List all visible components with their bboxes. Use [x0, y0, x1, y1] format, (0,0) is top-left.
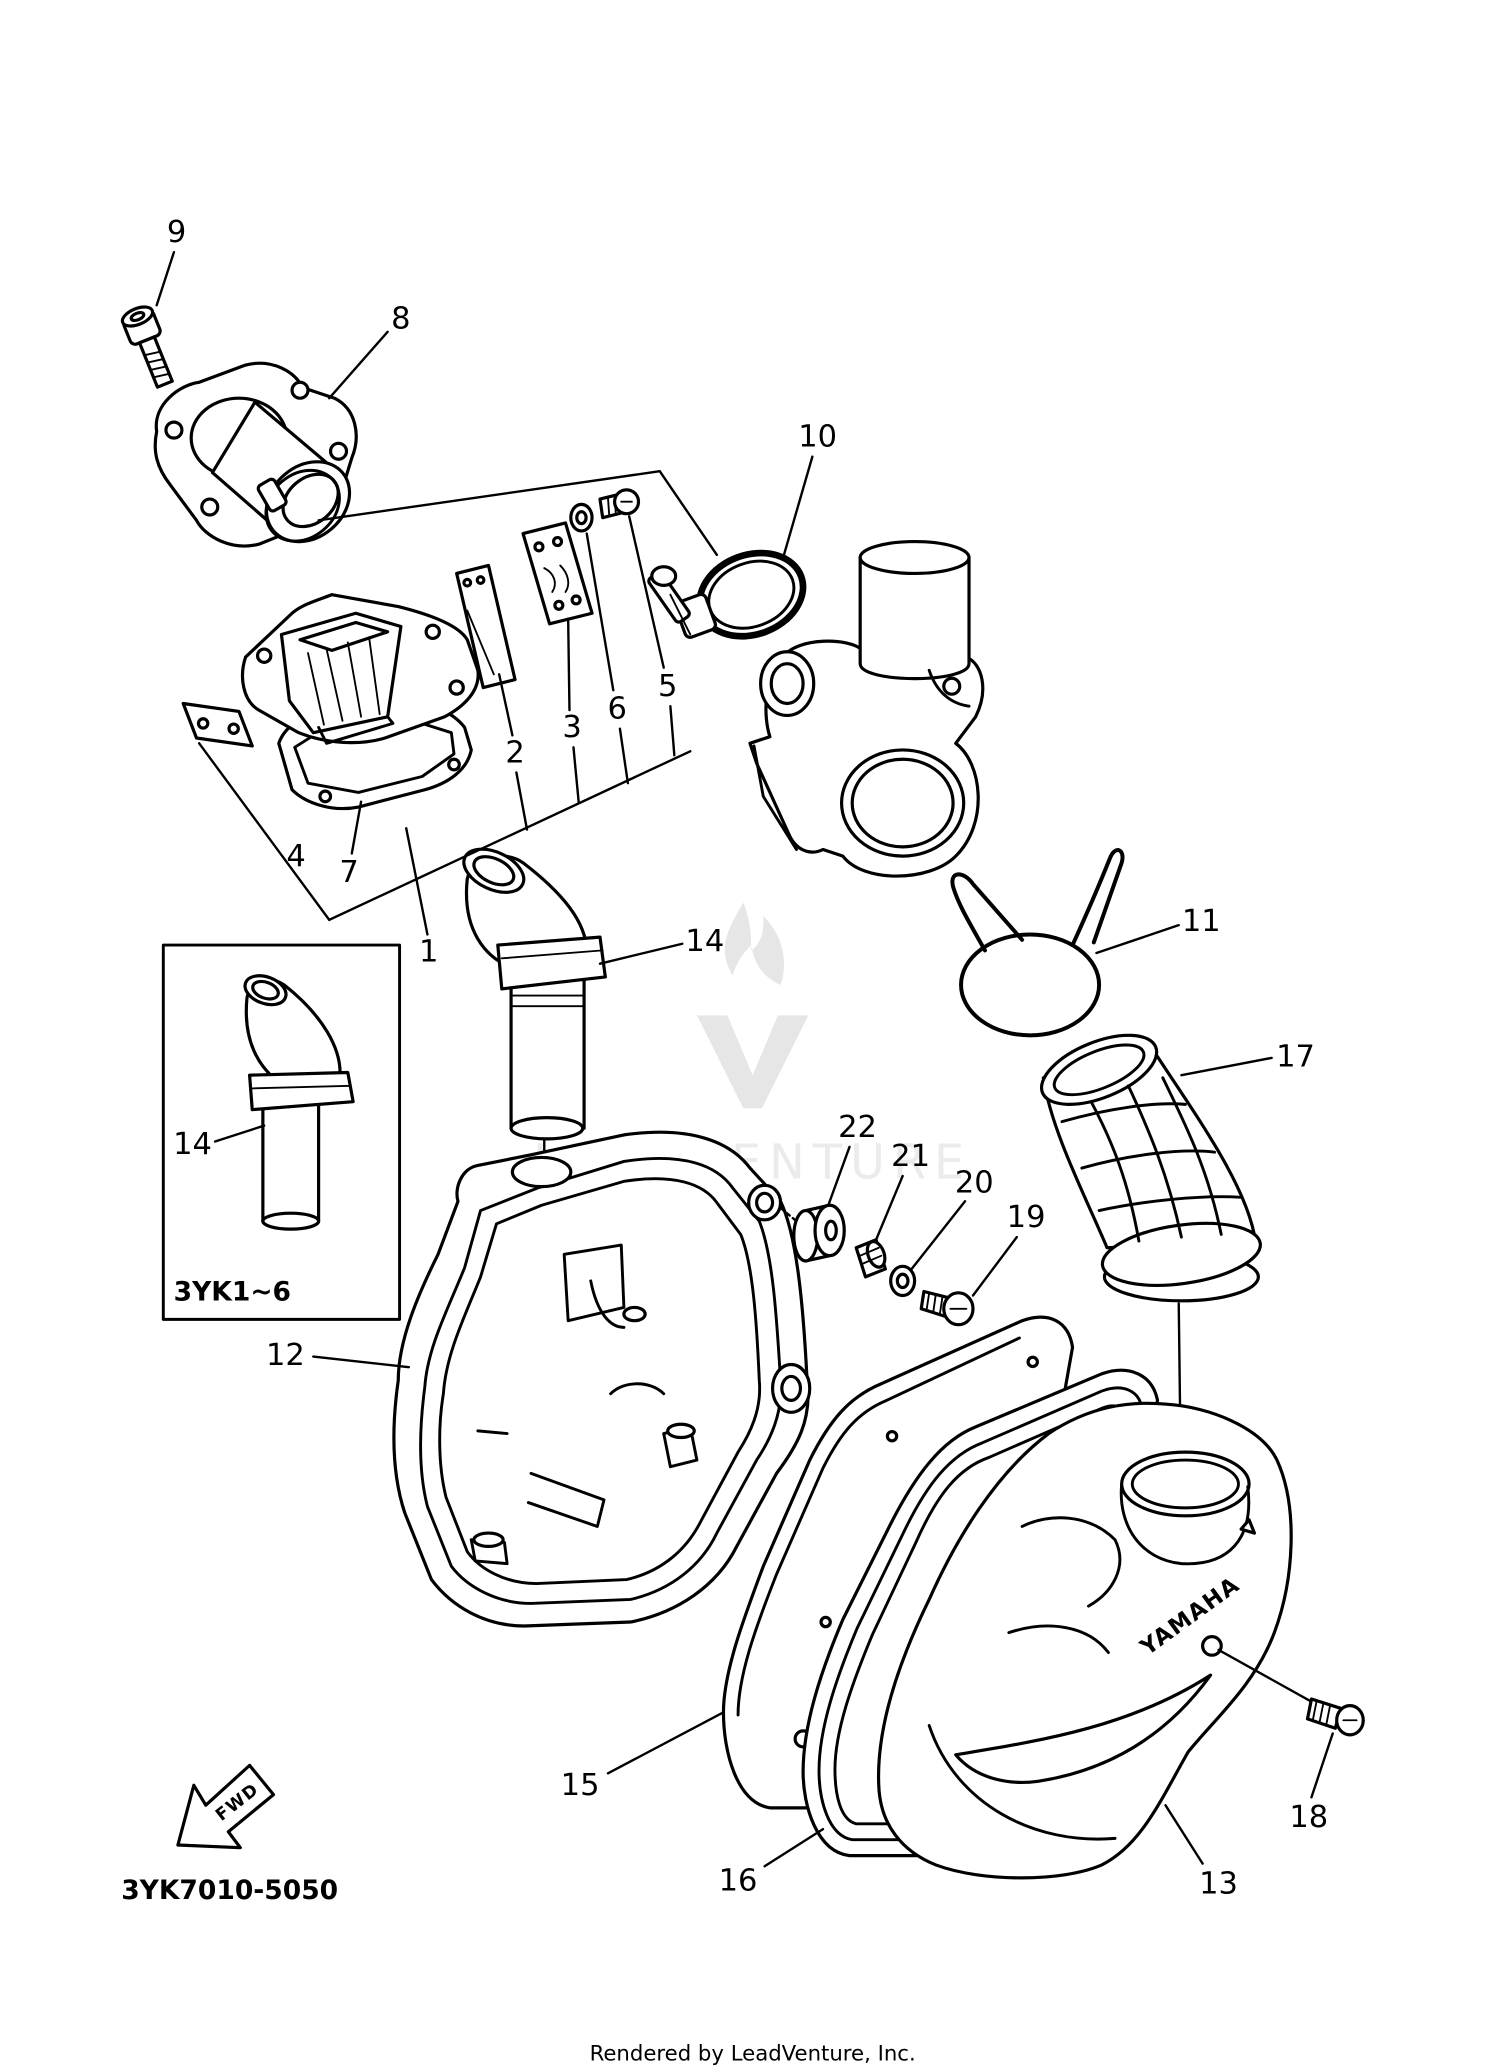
leader-line-15: [606, 1711, 725, 1775]
diagram-code: 3YK7010-5050: [121, 1875, 338, 1906]
callout-1: 1: [419, 935, 438, 970]
callout-6: 6: [608, 692, 627, 727]
callout-7: 7: [339, 855, 358, 890]
leader-line-20: [909, 1200, 967, 1272]
leader-line-18: [1310, 1732, 1334, 1799]
callout-14: 14: [685, 924, 724, 959]
footer-credit: Rendered by LeadVenture, Inc.: [590, 2042, 916, 2067]
part-20-washer: [889, 1264, 917, 1298]
leader-line-1: [405, 827, 429, 936]
callout-22: 22: [838, 1110, 877, 1145]
callout-14-variant: 14: [173, 1127, 212, 1162]
callout-10: 10: [798, 420, 837, 455]
part-12-air-cleaner-case: [392, 1130, 812, 1628]
callout-21: 21: [891, 1139, 930, 1174]
assembly-line-cap-screw: [1217, 1648, 1313, 1703]
part-18-screw: [1305, 1697, 1365, 1737]
part-14-joint-variant: [243, 974, 355, 1231]
part-11-wire-clip: [950, 848, 1125, 1038]
part-8-intake-manifold: [153, 361, 358, 548]
leader-line-6-down: [618, 727, 630, 785]
leader-line-12: [312, 1355, 411, 1369]
part-17-intake-joint: [1039, 1033, 1262, 1303]
leader-bracket-1: [197, 742, 692, 922]
part-5-screw: [598, 488, 641, 520]
part-3-reed-stopper: [521, 521, 594, 626]
leader-line-5-down: [669, 704, 676, 757]
variant-box-3yk1-6: 3YK1~6: [161, 943, 402, 1321]
callout-19: 19: [1007, 1200, 1046, 1235]
part-4-plate: [181, 701, 254, 748]
callout-8: 8: [391, 301, 410, 336]
leader-line-22: [827, 1145, 851, 1207]
callout-15: 15: [561, 1768, 600, 1803]
leader-line-13: [1164, 1804, 1204, 1865]
leader-line-21: [874, 1174, 904, 1241]
leader-line-6-up: [585, 532, 615, 692]
part-22-grommet: [792, 1203, 846, 1263]
leader-line-5-up: [628, 515, 665, 669]
leader-line-17: [1180, 1056, 1273, 1077]
assembly-line-case-fasteners: [779, 1206, 798, 1223]
leader-lines: [155, 251, 1334, 1868]
leader-line-8: [328, 330, 389, 400]
leader-line-16: [763, 1827, 825, 1868]
callout-18: 18: [1289, 1800, 1328, 1835]
part-14-joint: [462, 847, 607, 1141]
part-10-clamp: [647, 549, 807, 640]
part-2-reed: [455, 563, 517, 690]
callout-13: 13: [1199, 1866, 1238, 1901]
leader-line-2-down: [515, 771, 529, 831]
callout-16: 16: [719, 1864, 758, 1899]
leader-line-7: [350, 800, 363, 855]
part-13-case-cap: YAMAHA: [876, 1401, 1293, 1880]
callout-2: 2: [505, 735, 524, 770]
leader-line-2-up: [497, 673, 514, 737]
callout-5: 5: [658, 669, 677, 704]
callout-17: 17: [1276, 1039, 1315, 1074]
callout-20: 20: [955, 1165, 994, 1200]
leader-line-19: [971, 1235, 1018, 1297]
forward-direction-arrow: FWD: [176, 1763, 276, 1850]
part-21-collar: [854, 1238, 887, 1279]
leader-line-3-down: [572, 746, 580, 805]
leader-line-3-up: [566, 617, 571, 712]
part-6-washer: [569, 502, 594, 533]
leader-line-14-variant: [213, 1124, 266, 1143]
callout-3: 3: [562, 710, 581, 745]
leader-line-14: [598, 942, 684, 965]
callout-4: 4: [286, 839, 305, 874]
callout-12: 12: [266, 1338, 305, 1373]
part-1-reed-valve-assembly: [241, 593, 480, 745]
carburetor: [748, 539, 985, 878]
assembly-line-manifold-clamp: [317, 469, 719, 557]
callout-11: 11: [1182, 904, 1221, 939]
variant-label: 3YK1~6: [174, 1276, 291, 1307]
leader-line-11: [1095, 923, 1180, 955]
callout-labels: 9 8 10 2 3 6 5 4 7 1 14 11 17 14 22 21 2…: [167, 215, 1328, 1901]
leader-line-9: [155, 251, 176, 307]
part-9-bolt: [120, 305, 174, 389]
part-19-screw: [919, 1289, 975, 1327]
leader-line-10: [781, 455, 814, 559]
callout-9: 9: [167, 215, 186, 250]
